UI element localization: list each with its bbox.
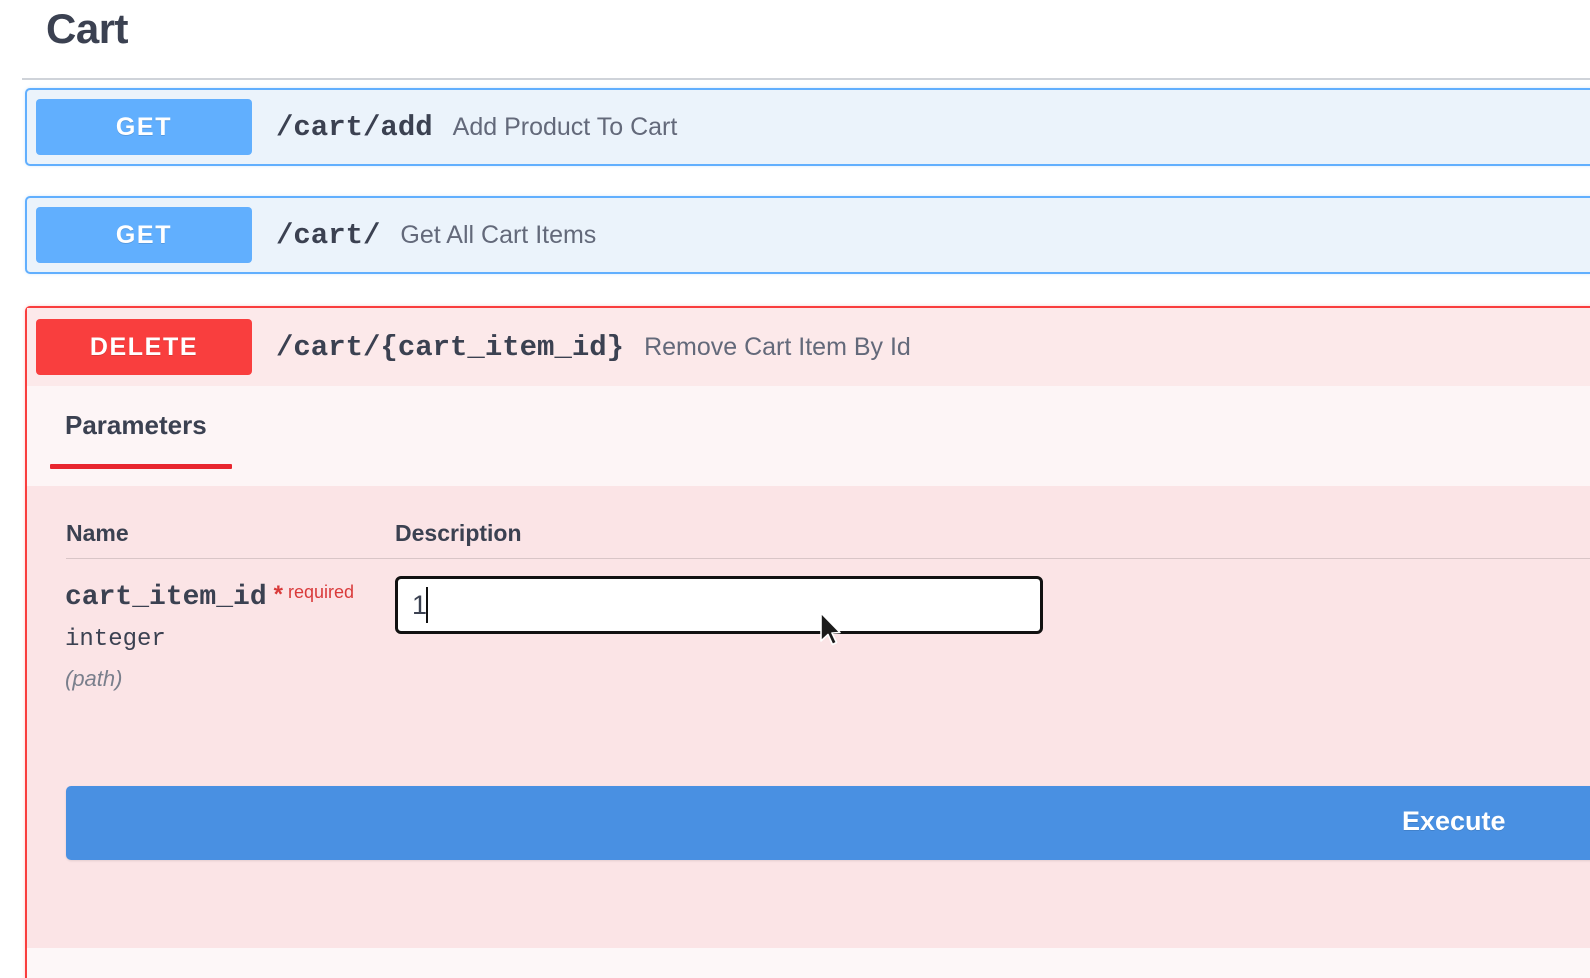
text-caret bbox=[426, 587, 428, 623]
parameter-name-text: cart_item_id bbox=[65, 582, 267, 613]
operation-body: Parameters Name Description cart_item_id… bbox=[27, 386, 1590, 978]
http-method-badge-delete: DELETE bbox=[36, 319, 252, 375]
execute-button[interactable]: Execute bbox=[66, 786, 1590, 860]
operation-summary-text: Remove Cart Item By Id bbox=[644, 332, 911, 361]
operation-summary[interactable]: GET /cart/ Get All Cart Items bbox=[27, 198, 1590, 272]
operation-summary-text: Get All Cart Items bbox=[400, 220, 597, 249]
required-asterisk-icon: * bbox=[273, 581, 283, 608]
column-header-description: Description bbox=[395, 520, 522, 546]
execute-button-label: Execute bbox=[1402, 806, 1506, 836]
http-method-badge-get: GET bbox=[36, 99, 252, 155]
tab-parameters[interactable]: Parameters bbox=[65, 410, 207, 440]
tab-bar: Parameters bbox=[27, 386, 1590, 486]
operation-summary[interactable]: DELETE /cart/{cart_item_id} Remove Cart … bbox=[27, 308, 1590, 386]
operation-path: /cart/ bbox=[276, 218, 381, 252]
tag-section-header: Cart bbox=[0, 0, 1590, 80]
parameter-type: integer bbox=[65, 626, 166, 653]
required-label: required bbox=[287, 582, 355, 602]
parameters-section: Name Description cart_item_id*required i… bbox=[27, 486, 1590, 948]
responses-section bbox=[27, 948, 1590, 978]
table-header-divider bbox=[66, 558, 1590, 559]
tab-active-indicator bbox=[50, 464, 232, 469]
operation-summary[interactable]: GET /cart/add Add Product To Cart bbox=[27, 90, 1590, 164]
operation-summary-text: Add Product To Cart bbox=[452, 112, 678, 141]
column-header-name: Name bbox=[66, 520, 129, 546]
parameter-name-cell: cart_item_id*required bbox=[65, 581, 354, 613]
cart-item-id-input[interactable] bbox=[395, 576, 1043, 634]
http-method-badge-get: GET bbox=[36, 207, 252, 263]
operation-path: /cart/{cart_item_id} bbox=[276, 330, 625, 364]
operation-path: /cart/add bbox=[276, 110, 433, 144]
page-title: Cart bbox=[46, 5, 129, 52]
operation-delete-cart-item[interactable]: DELETE /cart/{cart_item_id} Remove Cart … bbox=[25, 306, 1590, 978]
operation-get-cart-add[interactable]: GET /cart/add Add Product To Cart bbox=[25, 88, 1590, 166]
tag-divider bbox=[22, 78, 1590, 80]
operation-get-cart-list[interactable]: GET /cart/ Get All Cart Items bbox=[25, 196, 1590, 274]
parameter-location: (path) bbox=[65, 666, 123, 691]
